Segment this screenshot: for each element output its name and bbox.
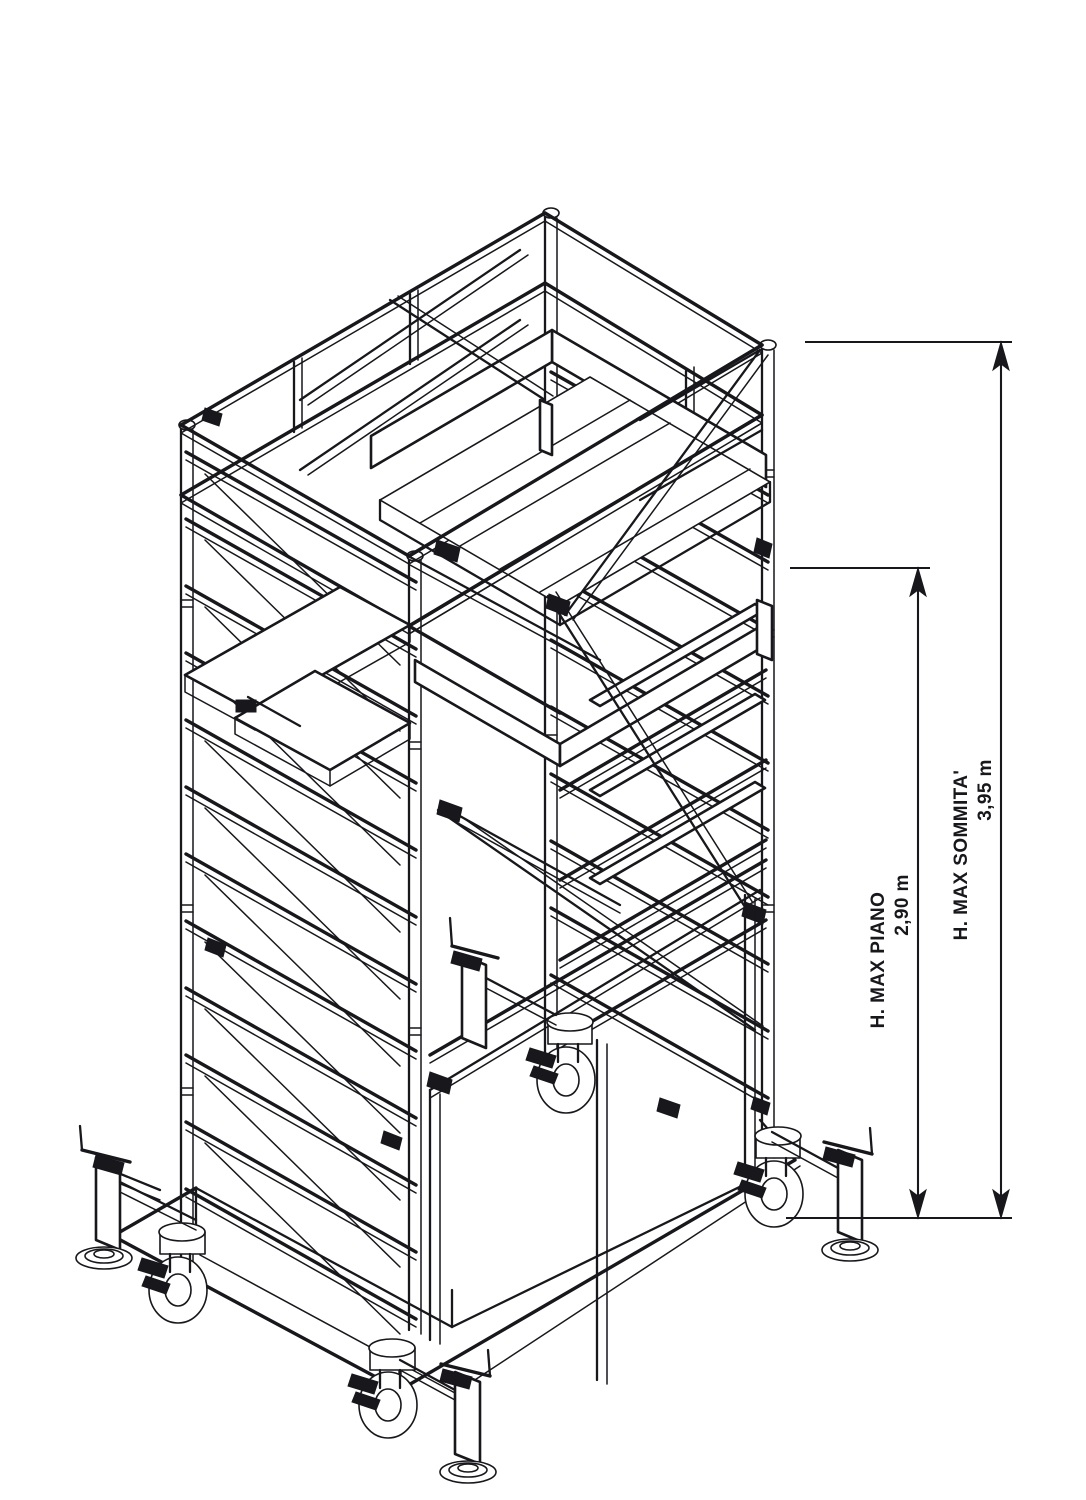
top-height-dimension: H. MAX SOMMITA' 3,95 m	[951, 340, 1010, 1220]
caster-wheel	[733, 1126, 804, 1228]
top-height-label: H. MAX SOMMITA'	[951, 770, 972, 941]
outrigger	[398, 1348, 497, 1484]
outrigger-group	[75, 916, 879, 1484]
caster-brake	[347, 1373, 381, 1411]
caster-wheel	[525, 1012, 596, 1114]
outrigger-t-handle	[439, 1348, 492, 1390]
top-height-value: 3,95 m	[975, 759, 996, 821]
platform-deck	[183, 585, 412, 787]
caster-wheel	[347, 1338, 418, 1439]
dimension-arrow-up	[992, 340, 1010, 372]
outrigger-t-handle	[448, 916, 500, 972]
dimension-group: H. MAX PIANO 2,90 m H. MAX SOMMITA' 3,95…	[786, 340, 1012, 1220]
platform-height-value: 2,90 m	[892, 874, 913, 936]
caster-wheel	[137, 1222, 208, 1324]
outrigger-t-handle	[78, 1124, 132, 1176]
vertical-post	[428, 893, 756, 1385]
outrigger	[448, 916, 558, 1050]
diagonal-brace	[204, 473, 401, 1335]
platform-deck	[378, 343, 772, 715]
outrigger-t-handle	[822, 1126, 874, 1168]
scaffold-tower	[111, 207, 801, 1394]
dimension-arrow-up	[909, 566, 927, 598]
caster-brake	[525, 1047, 559, 1085]
outrigger	[75, 1124, 198, 1270]
caster-brake	[137, 1257, 171, 1295]
dimension-arrow-down	[992, 1188, 1010, 1220]
outrigger-base-plate	[839, 1241, 861, 1251]
horizontal-brace	[428, 602, 768, 1064]
platform-height-dimension: H. MAX PIANO 2,90 m	[868, 566, 927, 1220]
caster-group	[137, 1012, 804, 1439]
caster-brake	[733, 1161, 767, 1199]
outrigger-base-plate	[93, 1249, 115, 1259]
diagonal-brace	[298, 248, 769, 1099]
platform-height-label: H. MAX PIANO	[868, 892, 889, 1029]
outrigger-base-plate	[457, 1463, 479, 1473]
dimension-arrow-down	[909, 1188, 927, 1220]
